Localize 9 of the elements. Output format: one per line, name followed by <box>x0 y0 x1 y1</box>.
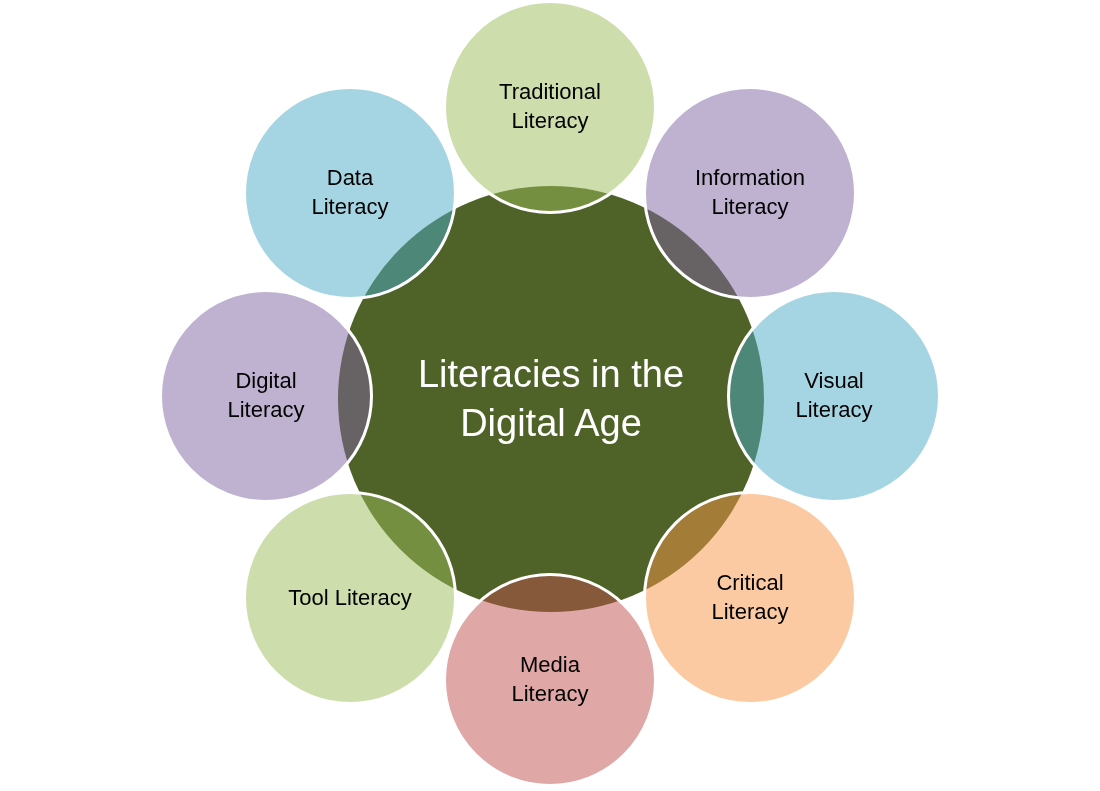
circle-label: Tool Literacy <box>288 583 412 612</box>
circle-label: Media Literacy <box>510 651 590 708</box>
circle-label: Data Literacy <box>310 164 390 221</box>
circle-label: Digital Literacy <box>226 367 306 424</box>
circle-label: Critical Literacy <box>710 569 790 626</box>
circle-label: Information Literacy <box>693 164 807 221</box>
circle-label: Visual Literacy <box>794 367 874 424</box>
central-label: Literacies in the Digital Age <box>416 351 686 446</box>
circle-label: Traditional Literacy <box>498 78 602 135</box>
